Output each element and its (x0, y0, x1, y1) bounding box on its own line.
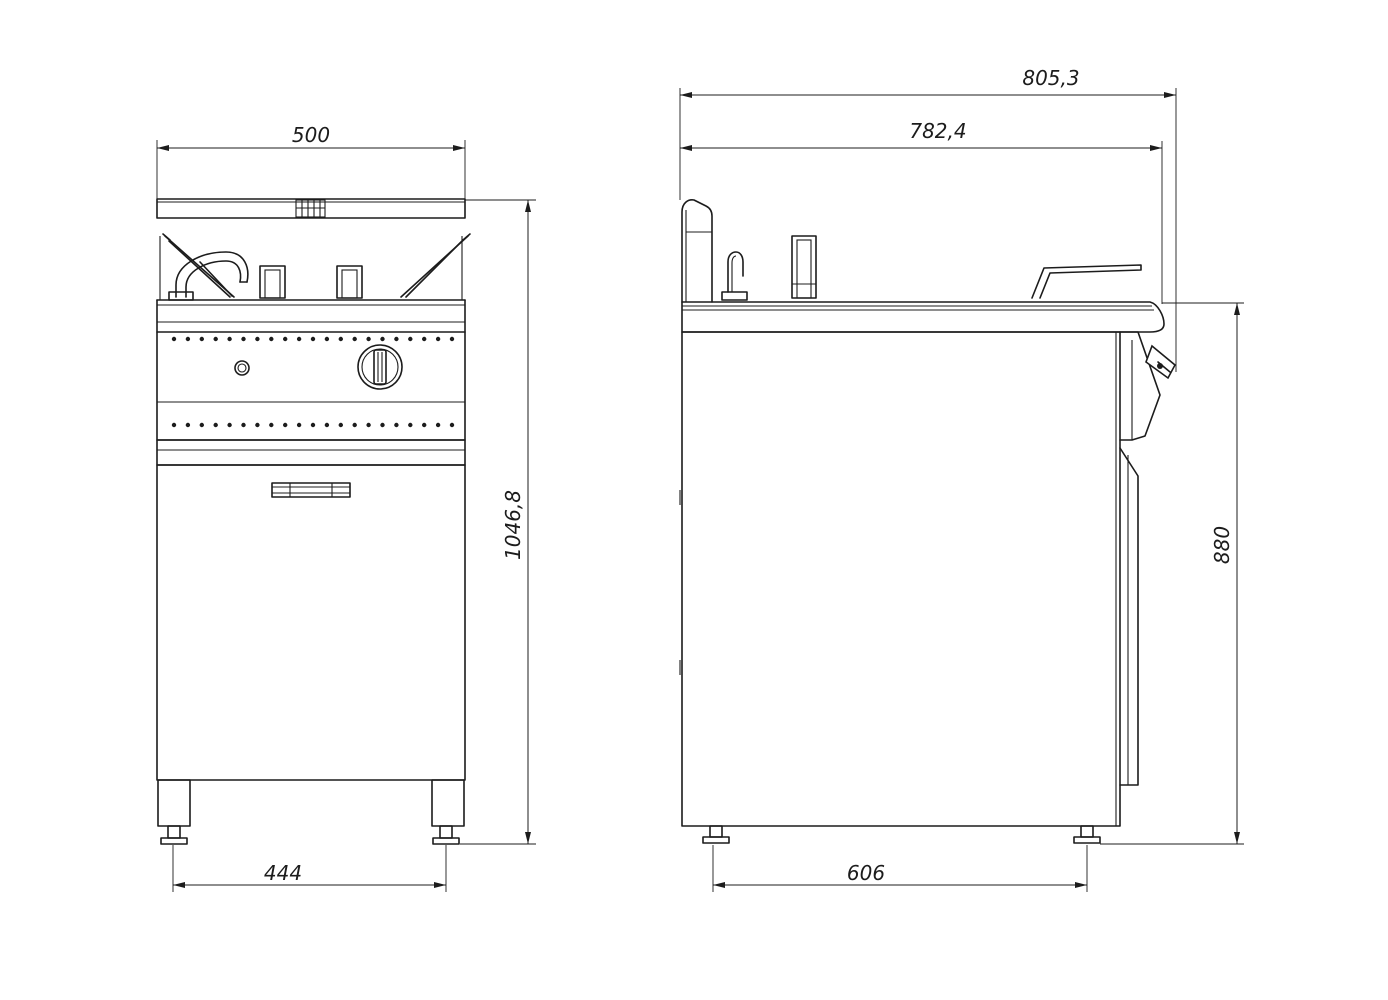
vent-hole (227, 422, 232, 428)
vent-hole (422, 422, 427, 428)
vent-hole (269, 336, 274, 342)
dimension-label: 880 (1210, 526, 1234, 564)
vent-hole (366, 336, 371, 342)
vent-hole (171, 336, 177, 342)
vent-hole (185, 336, 191, 342)
vent-hole (366, 422, 371, 428)
backsplash-vent (295, 199, 326, 218)
vent-row-top (171, 336, 455, 342)
dimension-label: 444 (264, 861, 302, 885)
front-leg-right (431, 779, 465, 845)
vent-hole (449, 422, 455, 428)
side-knob-icon (1145, 344, 1177, 380)
side-body (679, 331, 1121, 827)
vent-hole (324, 422, 330, 428)
side-basket-holder (791, 235, 817, 299)
vent-hole (255, 336, 260, 342)
backsplash-outline (156, 198, 466, 219)
vent-hole (449, 336, 455, 342)
vent-hole (283, 422, 288, 428)
front-heating-element (168, 251, 249, 301)
dimension-side-leg-span: 606 (712, 845, 1088, 892)
vent-hole (171, 422, 177, 428)
basket-holder-right (336, 265, 363, 299)
front-basket-area (159, 233, 471, 301)
vent-hole (435, 422, 441, 428)
vent-hole (241, 422, 246, 428)
vent-hole (296, 422, 302, 428)
dimension-side-height: 880 (1100, 302, 1244, 845)
vent-hole (338, 336, 343, 342)
dimension-label: 606 (847, 861, 885, 885)
side-basket-rod (1031, 264, 1142, 299)
vent-hole (199, 422, 204, 428)
front-control-panel (156, 331, 466, 441)
dimension-side-depth-top: 782,4 (680, 119, 1163, 304)
drain-tap-icon (721, 251, 748, 301)
dimension-label: 500 (292, 123, 330, 147)
vent-hole (310, 336, 316, 342)
vent-hole (408, 422, 413, 428)
door-handle (271, 482, 351, 498)
front-lower-trim (156, 439, 466, 466)
dimension-front-width: 500 (156, 123, 466, 199)
vent-hole (310, 422, 316, 428)
front-backsplash (156, 198, 466, 219)
side-control-panel (1119, 331, 1161, 786)
vent-hole (213, 336, 218, 342)
dimension-side-depth-overall: 805,3 (679, 66, 1177, 372)
vent-hole (296, 336, 302, 342)
front-door (156, 464, 466, 781)
vent-hole (283, 336, 288, 342)
dimension-label: 782,4 (909, 119, 966, 143)
side-foot-front (702, 825, 730, 844)
dimension-front-height: 1046,8 (460, 199, 536, 845)
indicator-light-icon (234, 360, 250, 376)
vent-hole (241, 336, 246, 342)
side-foot-rear (1073, 825, 1101, 844)
vent-hole (269, 422, 274, 428)
vent-hole (213, 422, 218, 428)
vent-hole (394, 336, 399, 342)
basket-holder-left (259, 265, 286, 299)
vent-hole (352, 336, 357, 342)
basket-handle-right (400, 233, 471, 298)
vent-hole (338, 422, 343, 428)
front-leg-left (157, 779, 191, 845)
vent-hole (380, 336, 385, 342)
vent-hole (408, 336, 413, 342)
dimension-front-leg-span: 444 (172, 845, 447, 892)
dimension-label: 1046,8 (501, 490, 525, 560)
side-backsplash (681, 199, 713, 303)
vent-hole (435, 336, 441, 342)
vent-hole (422, 336, 427, 342)
vent-hole (185, 422, 191, 428)
front-worktop (156, 299, 466, 333)
thermostat-knob-icon (357, 344, 403, 390)
vent-hole (394, 422, 399, 428)
vent-hole (352, 422, 357, 428)
side-worktop (681, 301, 1165, 333)
front-view: 500 1046,8 444 (156, 123, 536, 892)
vent-row-bottom (171, 422, 455, 428)
vent-hole (199, 336, 204, 342)
vent-hole (255, 422, 260, 428)
vent-hole (380, 422, 385, 428)
dimension-label: 805,3 (1022, 66, 1079, 90)
side-view: 805,3 782,4 880 606 (679, 66, 1244, 892)
vent-hole (227, 336, 232, 342)
vent-hole (324, 336, 330, 342)
